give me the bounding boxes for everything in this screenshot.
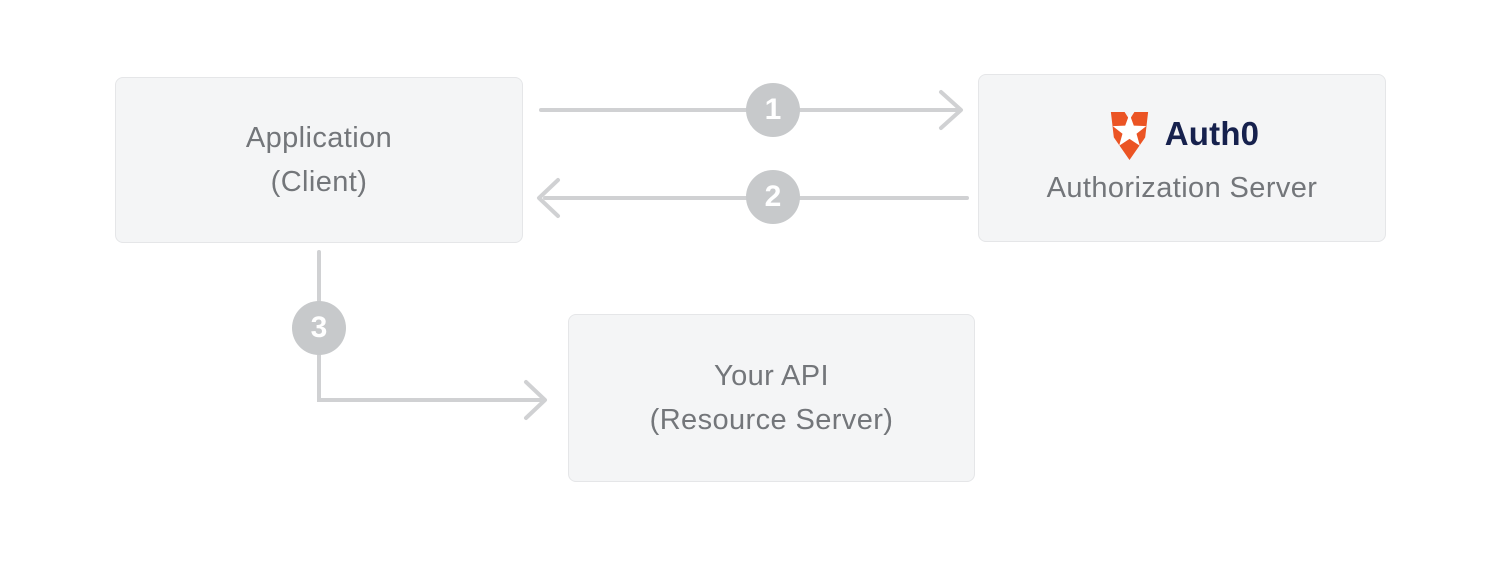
auth0-badge-icon [1110,111,1148,160]
step-badge-3: 3 [292,301,346,355]
node-authorization-server: Auth0 Authorization Server [978,74,1386,242]
step-badge-1: 1 [746,83,800,137]
application-label-line1: Application [245,122,393,154]
api-label-line2: (Resource Server) [649,404,894,436]
api-label-line1: Your API [714,360,829,392]
node-api-resource-server: Your API (Resource Server) [568,314,975,482]
authorization-server-label: Authorization Server [1046,171,1318,204]
application-label-line2: (Client) [270,166,368,198]
step-badge-2: 2 [746,170,800,224]
auth0-wordmark: Auth0 [1164,115,1260,152]
node-application-client: Application (Client) [115,77,523,243]
arrow-step-3 [317,250,547,420]
auth0-brand-row: Auth0 [1105,107,1260,161]
